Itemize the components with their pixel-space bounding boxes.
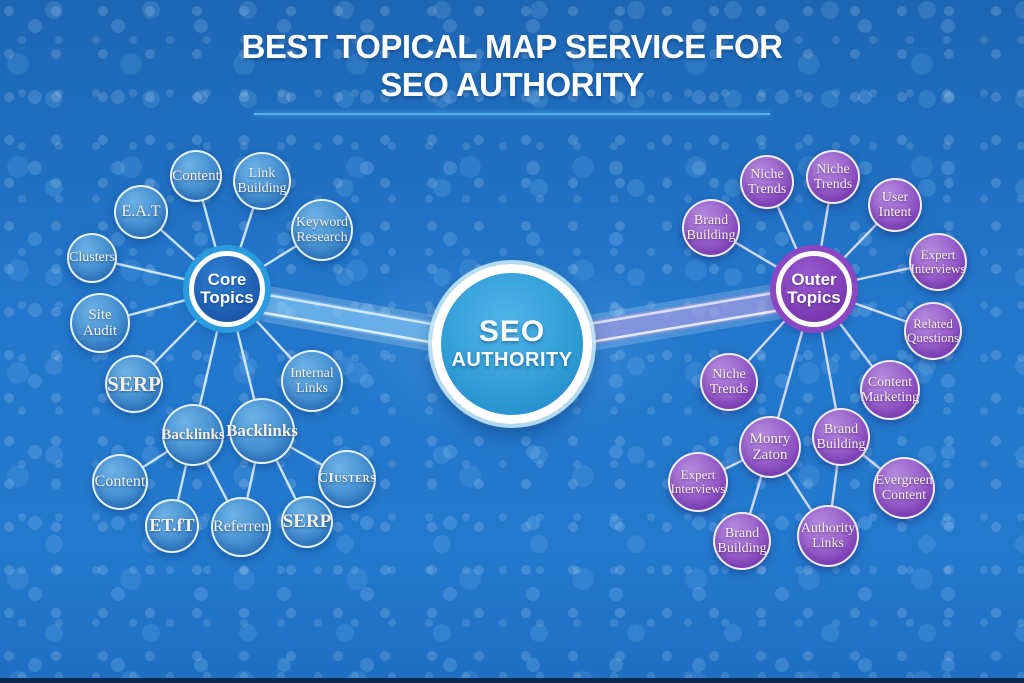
seo-authority-node: SEO AUTHORITY: [432, 264, 592, 424]
node-etft: ET.fT: [145, 499, 199, 553]
node-clusters: Clusters: [67, 233, 117, 283]
node-niche-trends-3: Niche Trends: [700, 353, 758, 411]
node-ciusters: CIusters: [318, 450, 376, 508]
node-brand-building-3: Brand Building: [713, 512, 771, 570]
node-brand-building-1: Brand Building: [682, 199, 740, 257]
ribbon-left: [234, 281, 474, 358]
page-title-line1: BEST TOPICAL MAP SERVICE FOR: [241, 28, 784, 65]
node-link-building: Link Building: [233, 152, 291, 210]
node-serp-1: SERP: [105, 355, 163, 413]
node-eat: E.A.T: [114, 185, 168, 239]
node-backlinks-2: Backlinks: [226, 398, 298, 464]
hub-core-topics: Core Topics: [189, 251, 265, 327]
ribbon-right: [557, 281, 795, 356]
hub-core-label: Core Topics: [200, 269, 254, 307]
node-niche-trends-2: Niche Trends: [806, 150, 860, 204]
node-keyword-research: Keyword Research: [291, 199, 353, 261]
bottom-edge-strip: [0, 678, 1024, 683]
node-content-marketing: Content Marketing: [860, 360, 920, 420]
node-related-questions: Related Questions: [904, 302, 962, 360]
node-authority-links: Authority Links: [797, 505, 859, 567]
node-brand-building-2: Brand Building: [812, 408, 870, 466]
node-backlinks-1: Backlinks: [161, 404, 225, 466]
node-site-audit: Site Audit: [70, 293, 130, 353]
center-label-bottom: AUTHORITY: [451, 348, 573, 371]
center-label-top: SEO: [478, 315, 546, 349]
node-evergreen-content: Evergreen Content: [873, 457, 935, 519]
node-niche-trends-1: Niche Trends: [740, 155, 794, 209]
node-content-1: Content: [170, 150, 222, 202]
page-title-line2: SEO AUTHORITY: [380, 66, 644, 104]
title-block: BEST TOPICAL MAP SERVICE FOR SEO AUTHORI…: [0, 28, 1024, 115]
hub-outer-topics: Outer Topics: [776, 251, 852, 327]
node-serp-2: SERP: [281, 496, 333, 548]
node-expert-interviews-1: Expert Interviews: [909, 233, 967, 291]
hub-outer-label: Outer Topics: [787, 269, 841, 307]
node-monry-zaton: Monry Zaton: [739, 416, 801, 478]
node-content-2: Content: [92, 454, 148, 510]
node-expert-interviews-2: Expert Interviews: [668, 452, 728, 512]
node-user-intent: User Intent: [868, 178, 922, 232]
title-underline: [254, 112, 770, 115]
node-internal-links: Internal Links: [281, 350, 343, 412]
node-referren: Referren: [211, 497, 271, 557]
